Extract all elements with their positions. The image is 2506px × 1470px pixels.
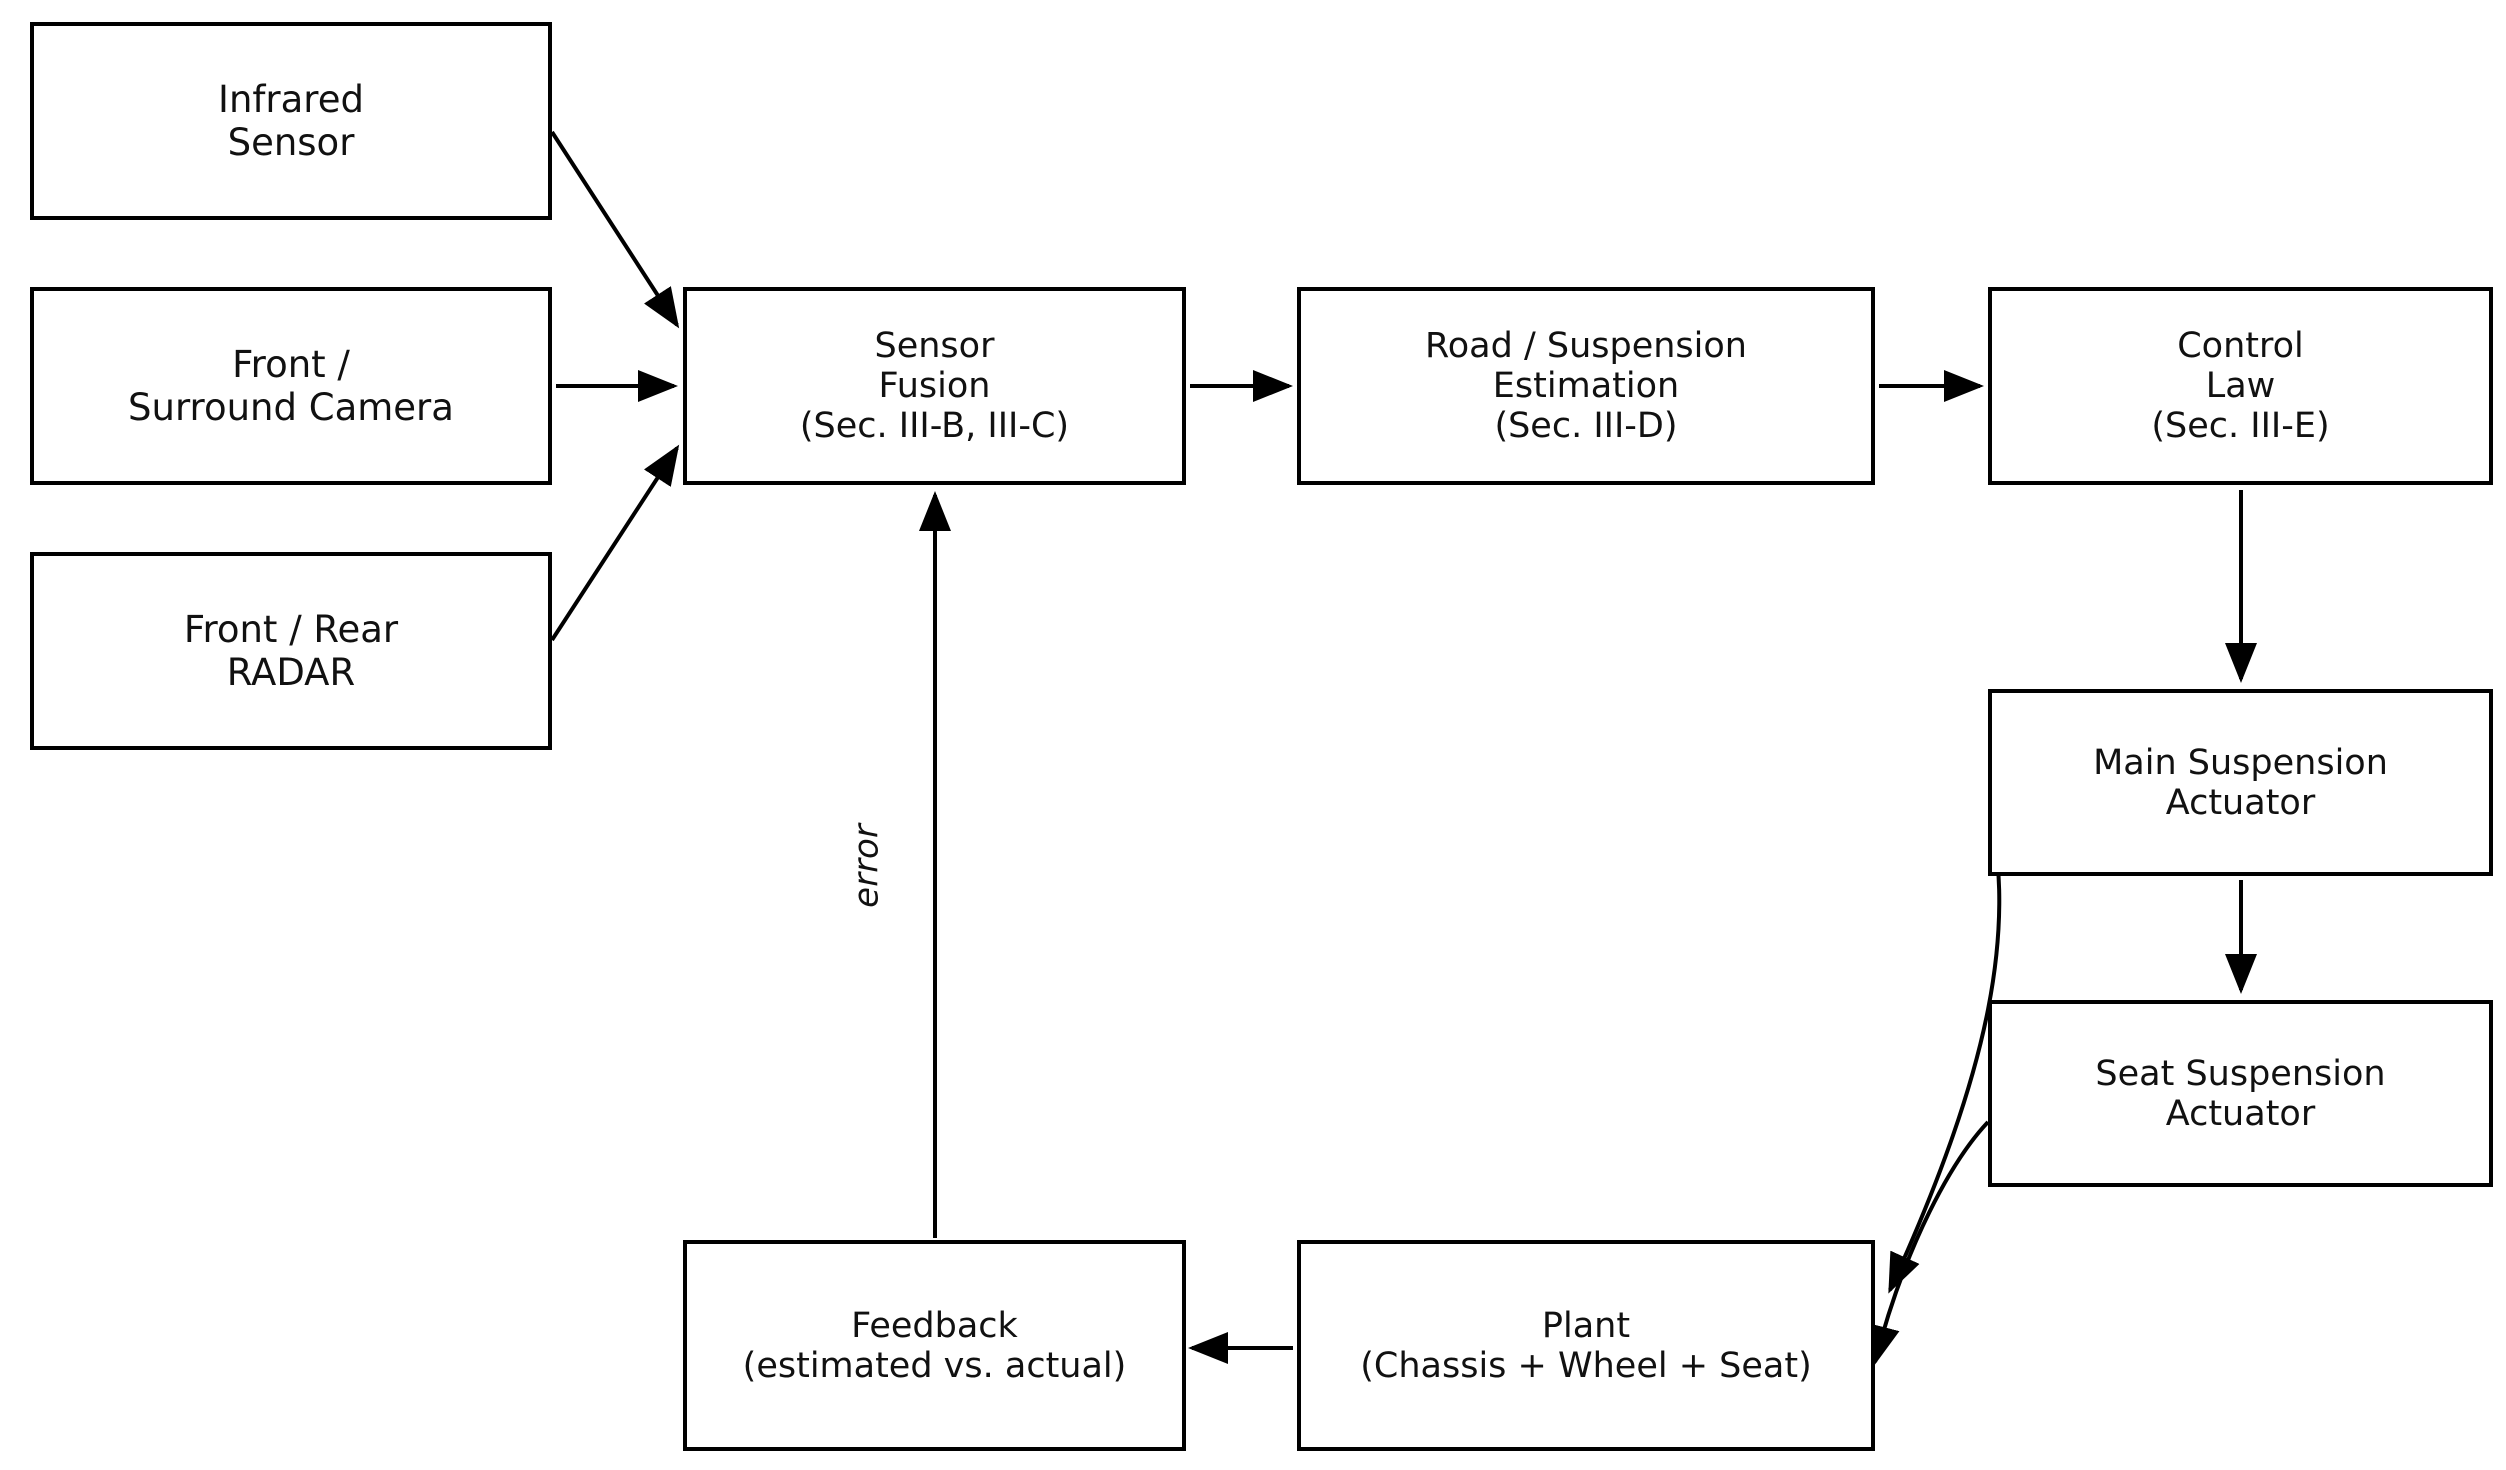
plant-box: Plant (Chassis + Wheel + Seat) <box>1297 1240 1875 1451</box>
seat-suspension-actuator-line: Actuator <box>2165 1093 2316 1134</box>
main-suspension-actuator-line: Main Suspension <box>2093 742 2388 783</box>
control-law-line: (Sec. III-E) <box>2151 406 2330 446</box>
sensor-fusion-line: Sensor <box>874 326 995 366</box>
control-law-label: Control Law (Sec. III-E) <box>2151 326 2329 446</box>
front-rear-radar-label: Front / Rear RADAR <box>184 608 398 694</box>
sensor-fusion-box: Sensor Fusion (Sec. III-B, III-C) <box>683 287 1186 485</box>
edge-main-suspension-actuator-to-plant <box>1888 811 2002 1294</box>
front-rear-radar-line: RADAR <box>226 651 356 694</box>
control-law-line: Control <box>2177 326 2304 366</box>
road-suspension-estimation-line: Estimation <box>1492 366 1680 406</box>
edge-front-rear-radar-to-sensor-fusion <box>550 444 680 642</box>
control-law-box: Control Law (Sec. III-E) <box>1988 287 2493 485</box>
front-surround-camera-line: Front / <box>232 343 350 386</box>
sensor-fusion-line: Fusion <box>878 366 991 406</box>
road-suspension-estimation-label: Road / Suspension Estimation (Sec. III-D… <box>1425 326 1747 446</box>
front-rear-radar-box: Front / Rear RADAR <box>30 552 552 750</box>
plant-label: Plant (Chassis + Wheel + Seat) <box>1360 1306 1811 1386</box>
control-law-line: Law <box>2205 366 2276 406</box>
feedback-line: Feedback <box>851 1305 1018 1346</box>
front-rear-radar-line: Front / Rear <box>183 608 399 651</box>
sensor-fusion-line: (Sec. III-B, III-C) <box>799 406 1070 446</box>
main-suspension-actuator-line: Actuator <box>2165 782 2316 823</box>
seat-suspension-actuator-line: Seat Suspension <box>2095 1053 2386 1094</box>
front-surround-camera-label: Front / Surround Camera <box>128 343 454 429</box>
plant-line: (Chassis + Wheel + Seat) <box>1360 1345 1812 1386</box>
front-surround-camera-line: Surround Camera <box>128 386 454 429</box>
front-surround-camera-box: Front / Surround Camera <box>30 287 552 485</box>
infrared-sensor-label: Infrared Sensor <box>218 78 364 164</box>
infrared-sensor-line: Infrared <box>218 78 364 121</box>
main-suspension-actuator-label: Main Suspension Actuator <box>2093 743 2388 823</box>
main-suspension-actuator-box: Main Suspension Actuator <box>1988 689 2493 876</box>
edge-label-error: error <box>847 822 887 908</box>
infrared-sensor-line: Sensor <box>227 121 355 164</box>
feedback-line: (estimated vs. actual) <box>742 1345 1127 1386</box>
edge-infrared-sensor-to-sensor-fusion <box>550 130 680 329</box>
feedback-label: Feedback (estimated vs. actual) <box>743 1306 1127 1386</box>
seat-suspension-actuator-label: Seat Suspension Actuator <box>2095 1054 2385 1134</box>
infrared-sensor-box: Infrared Sensor <box>30 22 552 220</box>
plant-line: Plant <box>1541 1305 1631 1346</box>
sensor-fusion-label: Sensor Fusion (Sec. III-B, III-C) <box>800 326 1069 446</box>
road-suspension-estimation-line: (Sec. III-D) <box>1494 406 1678 446</box>
feedback-box: Feedback (estimated vs. actual) <box>683 1240 1186 1451</box>
seat-suspension-actuator-box: Seat Suspension Actuator <box>1988 1000 2493 1187</box>
road-suspension-estimation-line: Road / Suspension <box>1425 326 1747 366</box>
road-suspension-estimation-box: Road / Suspension Estimation (Sec. III-D… <box>1297 287 1875 485</box>
edge-seat-suspension-actuator-to-plant <box>1868 1120 1990 1366</box>
